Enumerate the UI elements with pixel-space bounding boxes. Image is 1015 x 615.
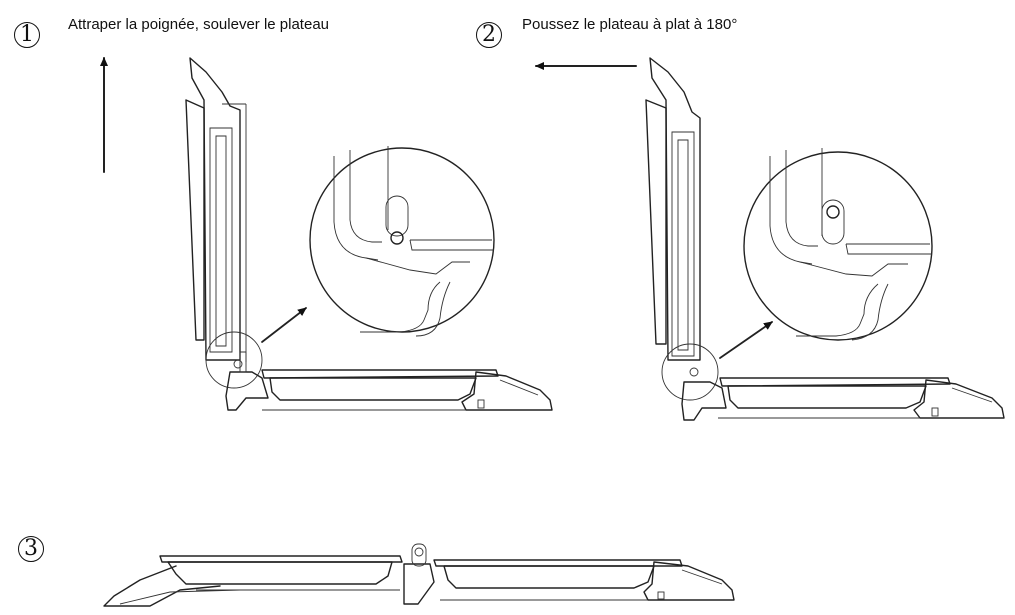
step-3-illustration — [103, 543, 735, 607]
hinge-zoom-detail — [309, 146, 495, 337]
step-1-caption: Attraper la poignée, soulever le plateau — [68, 16, 330, 33]
hinge-zoom-detail-2 — [743, 148, 933, 341]
step-2-caption: Poussez le plateau à plat à 180° — [522, 16, 738, 33]
scale-base-2 — [681, 367, 1005, 421]
scale-base — [225, 351, 553, 411]
hinge-highlight-2 — [661, 343, 719, 401]
zoom-pointer-arrow-2 — [719, 321, 773, 359]
hinge-highlight — [205, 331, 263, 389]
raised-lid — [185, 57, 247, 362]
step-1-illustration — [100, 57, 553, 411]
step-2-illustration — [535, 57, 1005, 421]
step-3-number: 3 — [18, 536, 44, 562]
raised-lid-2 — [645, 57, 701, 361]
step-1-number: 1 — [14, 22, 40, 48]
hinge-center — [403, 563, 435, 605]
zoom-pointer-arrow — [261, 307, 307, 343]
step-2-number: 2 — [476, 22, 502, 48]
